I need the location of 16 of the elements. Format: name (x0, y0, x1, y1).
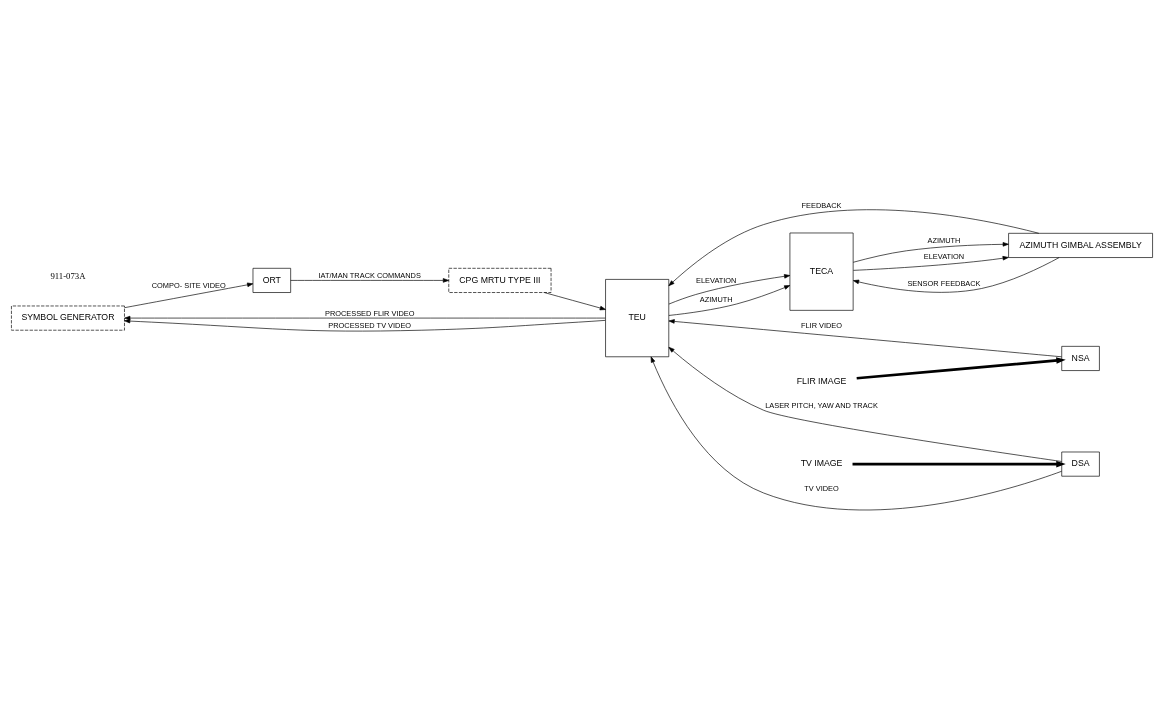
edge-label: PROCESSED FLIR VIDEO (324, 308, 415, 318)
edge-label: FLIR VIDEO (800, 320, 843, 330)
node-text: TV IMAGE (800, 457, 843, 468)
edge-label: COMPO- SITE VIDEO (151, 280, 226, 290)
label: 911-073A (50, 270, 86, 281)
edge-label: ELEVATION (696, 275, 737, 285)
edge-label: AZIMUTH (699, 294, 733, 304)
edge-label: AZIMUTH (927, 235, 961, 245)
edge-label: ELEVATION (923, 251, 965, 261)
edge-label: TV VIDEO (804, 483, 839, 493)
edge-label: PROCESSED TV VIDEO (328, 320, 412, 330)
edge-label: FEEDBACK (801, 200, 842, 210)
edge-label: IAT/MAN TRACK COMMANDS (318, 270, 421, 280)
edge-label: LASER PITCH, YAW AND TRACK (765, 400, 878, 410)
node-text: FLIR IMAGE (796, 375, 847, 386)
edge-label: SENSOR FEEDBACK (907, 278, 981, 288)
